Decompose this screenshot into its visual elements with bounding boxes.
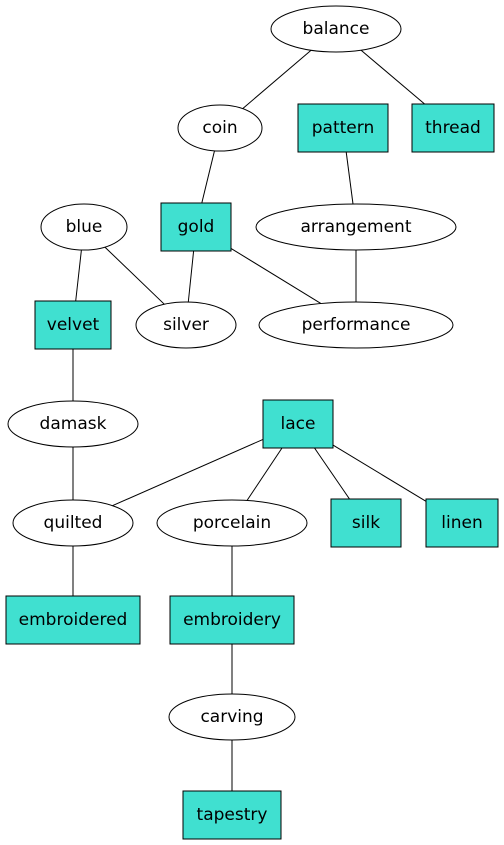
node-label: coin [202,118,237,138]
node-label: silver [163,315,209,335]
box-node-shape [411,103,495,153]
edge-balance-thread [360,49,425,105]
node-quilted: quilted [12,499,134,547]
node-coin: coin [177,104,263,152]
edge-gold-silver [187,250,195,303]
node-label: performance [302,315,411,335]
node-velvet: velvet [34,300,112,350]
ellipse-node-shape [168,693,296,741]
node-silk: silk [330,498,402,548]
box-node-shape [182,790,282,840]
edge-coin-gold [201,150,215,204]
node-carving: carving [168,693,296,741]
node-label: gold [178,217,215,237]
ellipse-node-shape [135,301,237,349]
edge-blue-velvet [75,249,82,302]
node-performance: performance [258,301,454,349]
ellipse-node-shape [270,5,402,53]
box-node-shape [297,103,389,153]
ellipse-node-shape [258,301,454,349]
node-lace: lace [262,399,334,449]
edge-lace-linen [332,444,427,502]
node-pattern: pattern [297,103,389,153]
node-label: lace [281,414,316,434]
edge-lace-quilted [112,438,264,507]
box-node-shape [169,595,295,645]
node-damask: damask [7,400,139,448]
node-arrangement: arrangement [255,203,457,251]
box-node-shape [425,498,499,548]
box-node-shape [160,202,232,252]
edge-balance-coin [242,49,312,109]
edge-blue-silver [104,246,165,305]
node-label: balance [303,19,370,39]
edge-lace-porcelain [246,447,283,501]
node-label: arrangement [301,217,412,237]
node-porcelain: porcelain [156,499,308,547]
node-label: carving [200,707,263,727]
node-label: quilted [44,513,103,533]
nodes-layer: balance coin pattern thread blue gold arrangem… [5,5,499,840]
node-linen: linen [425,498,499,548]
node-label: silk [352,513,380,533]
edges-layer [72,49,427,791]
node-tapestry: tapestry [182,790,282,840]
node-label: pattern [312,118,374,138]
box-node-shape [5,595,141,645]
ellipse-node-shape [7,400,139,448]
node-embroidery: embroidery [169,595,295,645]
node-label: embroidered [19,610,128,630]
node-label: embroidery [183,610,281,630]
box-node-shape [262,399,334,449]
node-gold: gold [160,202,232,252]
node-label: blue [66,217,103,237]
edge-lace-silk [314,447,350,500]
box-node-shape [34,300,112,350]
node-label: velvet [47,315,100,335]
node-balance: balance [270,5,402,53]
ellipse-node-shape [12,499,134,547]
edge-gold-performance [230,247,322,305]
node-label: thread [425,118,481,138]
node-thread: thread [411,103,495,153]
edge-pattern-arrangement [345,151,354,205]
ellipse-node-shape [156,499,308,547]
node-label: linen [441,513,482,533]
node-label: porcelain [193,513,271,533]
ellipse-node-shape [177,104,263,152]
ellipse-node-shape [255,203,457,251]
node-blue: blue [40,203,128,251]
ellipse-node-shape [40,203,128,251]
node-label: tapestry [197,805,268,825]
node-label: damask [40,414,107,434]
node-embroidered: embroidered [5,595,141,645]
node-silver: silver [135,301,237,349]
box-node-shape [330,498,402,548]
